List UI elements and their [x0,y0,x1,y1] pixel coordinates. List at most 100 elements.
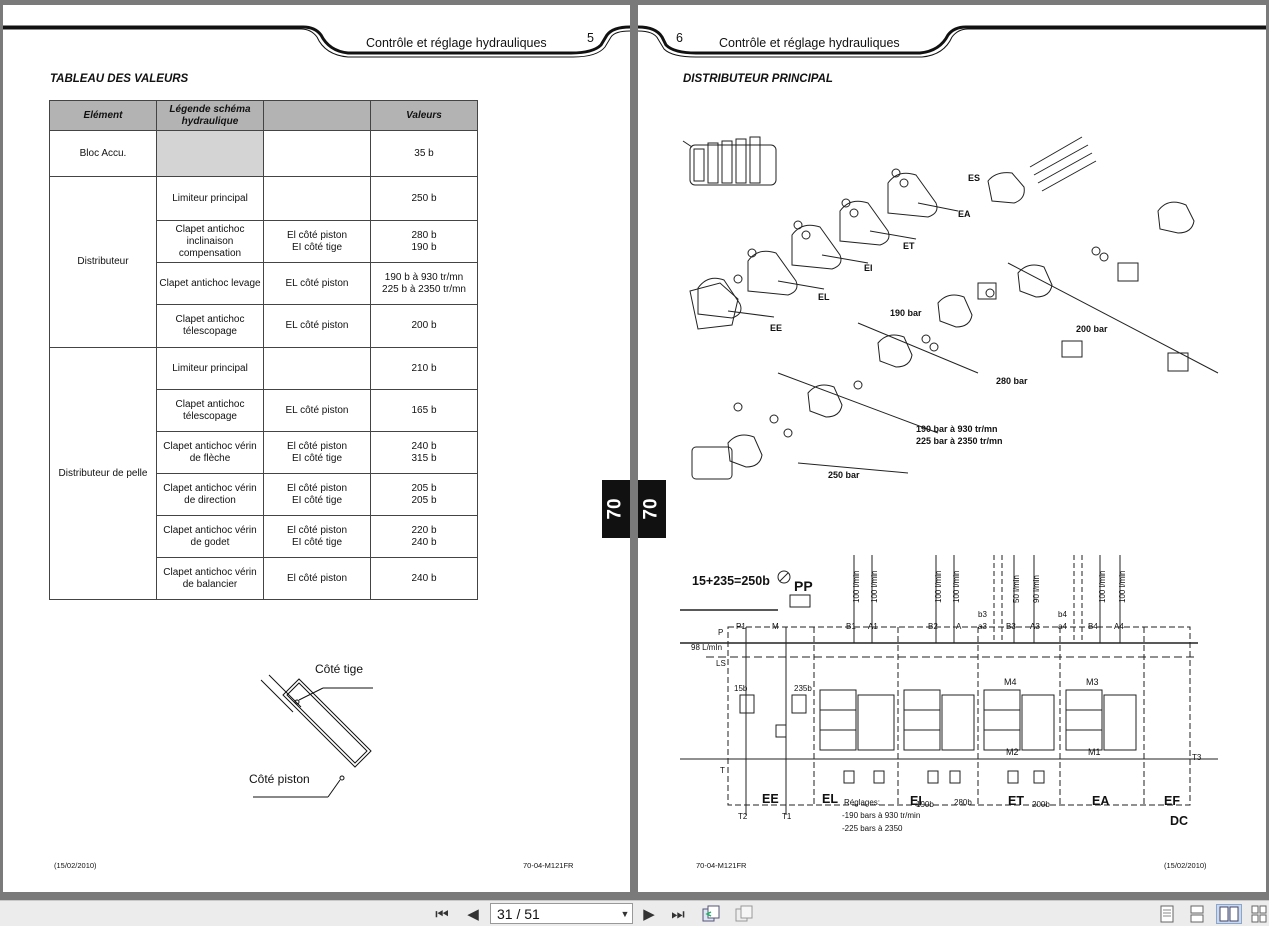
port-a: A [956,622,962,631]
page-number: 5 [587,31,594,45]
section-title: TABLEAU DES VALEURS [50,73,189,85]
element-cell: Distributeur de pelle [49,347,157,600]
callout-225-2350: 225 bar à 2350 tr/mn [916,436,1003,446]
port-b3-small: b3 [978,610,987,619]
setting-190b: 190b [916,800,934,809]
legend-cell: Clapet antichoc vérin de godet [156,515,264,558]
first-page-icon[interactable]: ⏮ [435,905,449,923]
rod-side-label: Côté tige [315,662,364,676]
port-t: T [720,766,725,775]
section-ef: EF [1164,794,1180,808]
facing-pages-view-icon[interactable] [1216,904,1242,924]
cylinder-drawing [253,674,373,798]
next-page-icon[interactable]: ▶ [643,906,655,923]
reglages-line1: -190 bars à 930 tr/min [842,811,920,820]
element-cell: Distributeur [49,176,157,348]
table-row: Clapet antichoc vérin de flèche El côté … [50,431,478,474]
header-title: Contrôle et réglage hydrauliques [719,36,900,50]
port-ls: LS [716,659,726,668]
schematic-pump: PP [794,578,813,594]
legend-cell: Limiteur principal [156,176,264,221]
side-cell [263,347,371,390]
table-row: Distributeur de pelle Limiteur principal… [49,347,478,600]
piston-side-label: Côté piston [249,772,310,786]
label-et: ET [903,241,915,251]
port-b2: B2 [928,622,938,631]
schematic-dc: DC [1170,814,1188,828]
legend-cell: Clapet antichoc télescopage [156,304,264,348]
port-a4-small: a4 [1058,622,1067,631]
table-row: Clapet antichoc vérin de balancier El cô… [50,557,478,600]
chevron-down-icon[interactable]: ▼ [620,908,630,919]
header-values: Valeurs [370,100,478,131]
schematic-flow: 98 L/mIn [691,643,722,652]
continuous-view-icon[interactable] [1188,904,1206,924]
flow-label: 100 l/min [934,571,943,603]
side-cell: EL côté piston [263,304,371,348]
element-cell: Bloc Accu. [49,130,157,177]
section-ea: EA [1092,794,1109,808]
port-b1: B1 [846,622,856,631]
port-t1: T1 [782,812,792,821]
port-t3: T3 [1192,753,1202,762]
document-viewer[interactable]: Contrôle et réglage hydrauliques 5 TABLE… [0,0,1269,900]
table-row: Clapet antichoc vérin de godet El côté p… [50,515,478,558]
gauge-m3: M3 [1086,677,1099,687]
legend-cell: Clapet antichoc télescopage [156,389,264,432]
port-a1: A1 [868,622,878,631]
previous-page-icon[interactable]: ◀ [467,906,479,923]
single-page-view-icon[interactable] [1158,904,1176,924]
section-title: DISTRIBUTEUR PRINCIPAL [683,73,833,85]
header-swoosh [638,25,1266,58]
side-cell: El côté piston [263,557,371,600]
flow-label: 100 l/min [1118,571,1127,603]
callout-280: 280 bar [996,376,1028,386]
label-ei: EI [864,263,873,273]
flow-label: 100 l/min [1098,571,1107,603]
navigation-toolbar: ⏮ ◀ 31 / 51 ▼ ▶ ⏭ [0,900,1269,926]
valve-15b: 15b [734,684,748,693]
side-cell: EL côté piston [263,262,371,305]
header-swoosh [3,25,630,58]
port-b4: B4 [1088,622,1098,631]
port-a4: A4 [1114,622,1124,631]
go-back-icon[interactable] [700,904,722,924]
section-tab: 70 [602,480,630,538]
reglages-line2: -225 bars à 2350 [842,824,903,833]
hydraulic-schematic: 15+235=250b PP EE EL EI ET EA EF DC 98 L… [680,555,1218,833]
value-cell: 250 b [370,176,478,221]
section-tab: 70 [638,480,666,538]
right-page: 70 6 Contrôle et réglage hydrauliques DI… [638,5,1266,892]
legend-cell: Limiteur principal [156,347,264,390]
flow-label: 100 l/min [852,571,861,603]
go-forward-icon[interactable] [733,904,755,924]
setting-280b: 280b [954,798,972,807]
header-legend: Légende schéma hydraulique [156,100,264,131]
continuous-facing-view-icon[interactable] [1250,904,1268,924]
page-indicator: 31 / 51 [497,905,540,922]
flow-label: 100 l/min [952,571,961,603]
port-t2: T2 [738,812,748,821]
page-number: 6 [676,31,683,45]
table-row: Distributeur Limiteur principal 250 b [49,176,478,348]
section-ee: EE [762,792,779,806]
left-page: Contrôle et réglage hydrauliques 5 TABLE… [3,5,630,892]
value-cell: 200 b [370,304,478,348]
page-number-field[interactable]: 31 / 51 ▼ [490,903,633,924]
gauge-m4: M4 [1004,677,1017,687]
callout-190: 190 bar [890,308,922,318]
last-page-icon[interactable]: ⏭ [671,905,685,923]
legend-cell: Clapet antichoc vérin de balancier [156,557,264,600]
flow-label: 100 l/min [870,571,879,603]
flow-label: 50 l/min [1012,575,1021,603]
port-a3: A3 [1030,622,1040,631]
footer-ref: 70-04-M121FR [523,861,574,870]
port-b3: B3 [1006,622,1016,631]
value-cell: 35 b [370,130,478,177]
